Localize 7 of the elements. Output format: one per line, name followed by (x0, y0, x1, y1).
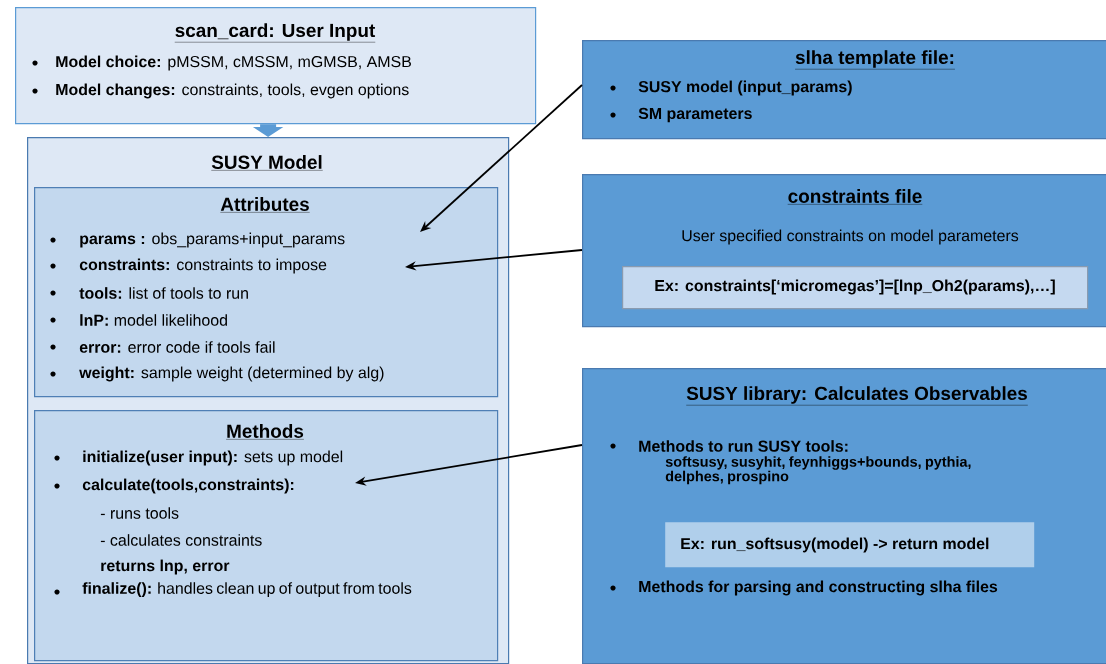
example-box: Ex: constraints[‘micromegas’]=[lnp_Oh2(params),…] (622, 266, 1089, 310)
section-box: Attributes params : obs_params+input_params constraints: constraints to impose tools: list of tools to run lnP: model likelihood error: error code if tools fail weight: sample weight (determined by alg) (34, 187, 499, 398)
section-box: Methods initialize(user input): sets up model calculate(tools,constraints): - runs tools - calculates constraints returns lnp, error finalize(): handles clean up of output from tools (34, 410, 499, 662)
file-box: slha template file: SUSY model (input_params) SM parameters (582, 40, 1106, 140)
title-box: scan_card: User Input Model choice: pMSSM, cMSSM, mGMSB, AMSB Model changes: constraints, tools, evgen options (15, 7, 537, 125)
arrow (420, 84, 583, 232)
example-box: Ex: run_softsusy(model) -> return model (665, 522, 1035, 568)
